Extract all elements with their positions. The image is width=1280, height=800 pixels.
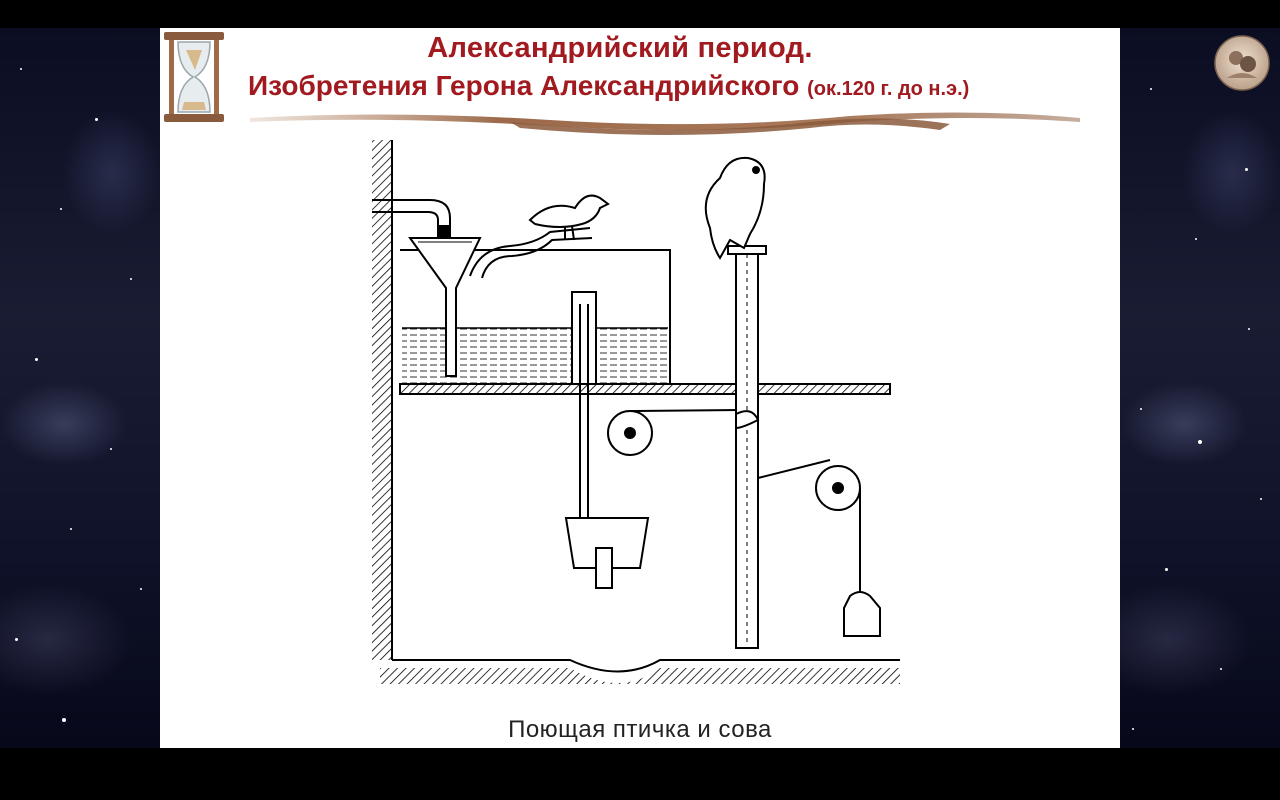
starfield-right — [1120, 28, 1280, 748]
slide-subtitle: Изобретения Герона Александрийского (ок.… — [248, 70, 969, 102]
subtitle-date: (ок.120 г. до н.э.) — [807, 78, 970, 100]
subtitle-main: Изобретения Герона Александрийского — [248, 70, 800, 101]
channel-logo — [1214, 35, 1270, 91]
mechanism-illustration — [372, 140, 900, 684]
bottom-letterbox — [0, 748, 1280, 800]
hourglass-icon — [164, 32, 224, 122]
slide: Александрийский период. Изобретения Геро… — [160, 28, 1120, 748]
top-letterbox — [0, 0, 1280, 28]
illustration-caption: Поющая птичка и сова — [508, 716, 772, 743]
starfield-left — [0, 28, 160, 748]
slide-title: Александрийский период. — [427, 32, 813, 64]
decorative-ribbon — [250, 112, 1080, 135]
